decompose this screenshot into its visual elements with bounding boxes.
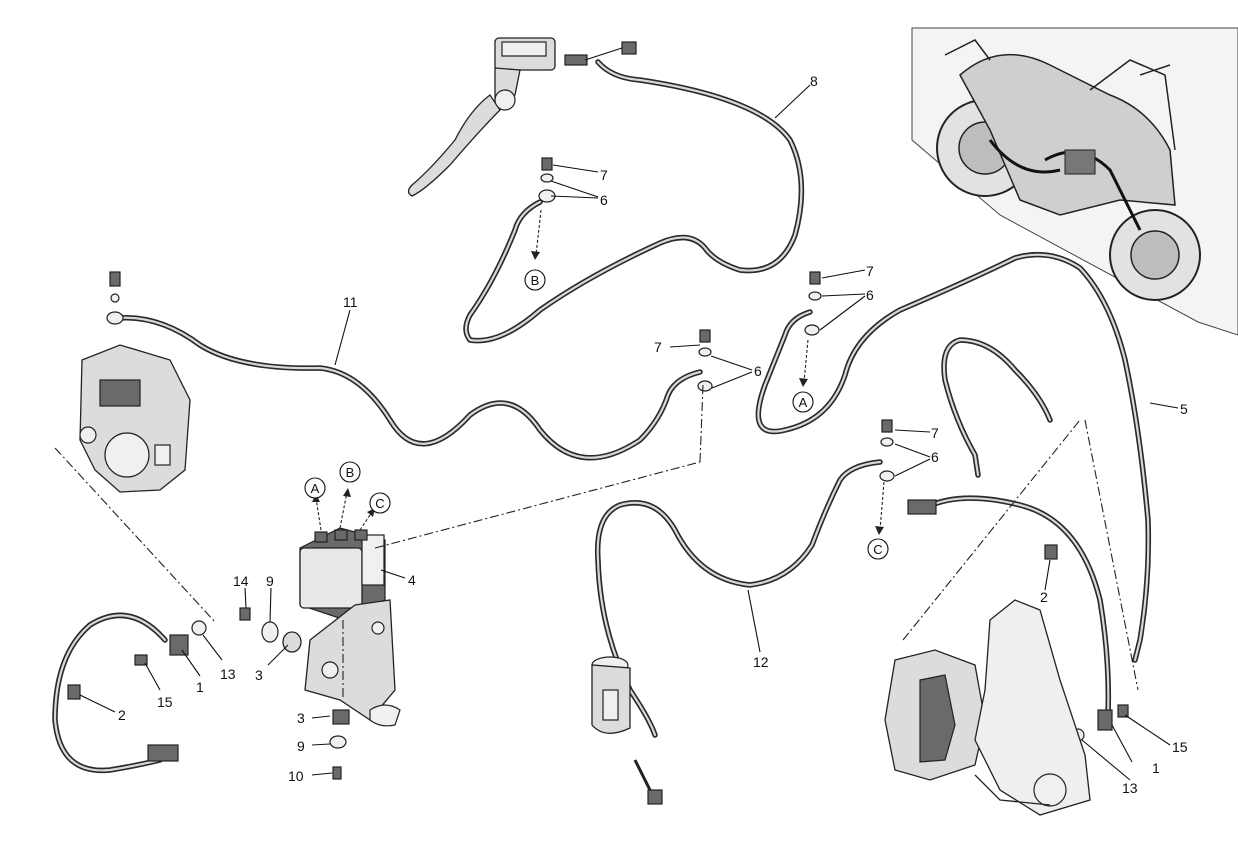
svg-text:A: A — [799, 395, 808, 410]
abs-modulator — [299, 527, 401, 727]
label-15b: 15 — [1172, 739, 1188, 755]
front-caliper — [884, 599, 1091, 816]
leader-lines — [79, 84, 1179, 781]
label-7a: 7 — [600, 167, 608, 183]
label-7d: 7 — [931, 425, 939, 441]
label-6b: 6 — [866, 287, 874, 303]
label-3a: 3 — [255, 667, 263, 683]
motorcycle-inset — [911, 27, 1238, 336]
hose-5 — [755, 251, 1152, 663]
label-13b: 13 — [1122, 780, 1138, 796]
label-10: 10 — [288, 768, 304, 784]
label-7c: 7 — [654, 339, 662, 355]
label-15a: 15 — [157, 694, 173, 710]
rear-brake-caliper — [79, 271, 191, 493]
label-12: 12 — [753, 654, 769, 670]
label-2a: 2 — [118, 707, 126, 723]
svg-text:B: B — [531, 273, 540, 288]
label-4: 4 — [408, 572, 416, 588]
assembly-lines — [54, 384, 1139, 700]
svg-text:A: A — [311, 481, 320, 496]
hose-11 — [115, 314, 703, 461]
part-labels: 8 7 6 11 7 6 7 6 7 6 5 4 14 9 3 3 9 10 1… — [118, 73, 1188, 796]
callout-b-abs: B — [339, 461, 361, 483]
label-6c: 6 — [754, 363, 762, 379]
callout-b-top: B — [524, 269, 546, 291]
label-1b: 1 — [1152, 760, 1160, 776]
svg-text:B: B — [346, 465, 355, 480]
rear-master-cylinder — [591, 656, 663, 805]
label-9b: 9 — [297, 738, 305, 754]
hose-8 — [463, 59, 805, 344]
callout-c-top: C — [867, 538, 889, 560]
label-9a: 9 — [266, 573, 274, 589]
hoses — [52, 59, 1152, 774]
svg-text:C: C — [873, 542, 882, 557]
label-14: 14 — [233, 573, 249, 589]
label-11: 11 — [343, 294, 358, 310]
label-13a: 13 — [220, 666, 236, 682]
label-5: 5 — [1180, 401, 1188, 417]
connection-callouts: B A C A B C — [304, 269, 889, 560]
loose-hose — [941, 337, 1053, 478]
callout-c-abs: C — [369, 492, 391, 514]
callout-a-top: A — [792, 391, 814, 413]
svg-text:C: C — [375, 496, 384, 511]
front-master-cylinder — [407, 37, 637, 197]
label-3b: 3 — [297, 710, 305, 726]
flow-arrows — [312, 209, 885, 535]
label-6a: 6 — [600, 192, 608, 208]
label-6d: 6 — [931, 449, 939, 465]
label-1a: 1 — [196, 679, 204, 695]
fasteners — [67, 157, 1129, 780]
label-8: 8 — [810, 73, 818, 89]
label-7b: 7 — [866, 263, 874, 279]
callout-a-abs: A — [304, 477, 326, 499]
label-2b: 2 — [1040, 589, 1048, 605]
